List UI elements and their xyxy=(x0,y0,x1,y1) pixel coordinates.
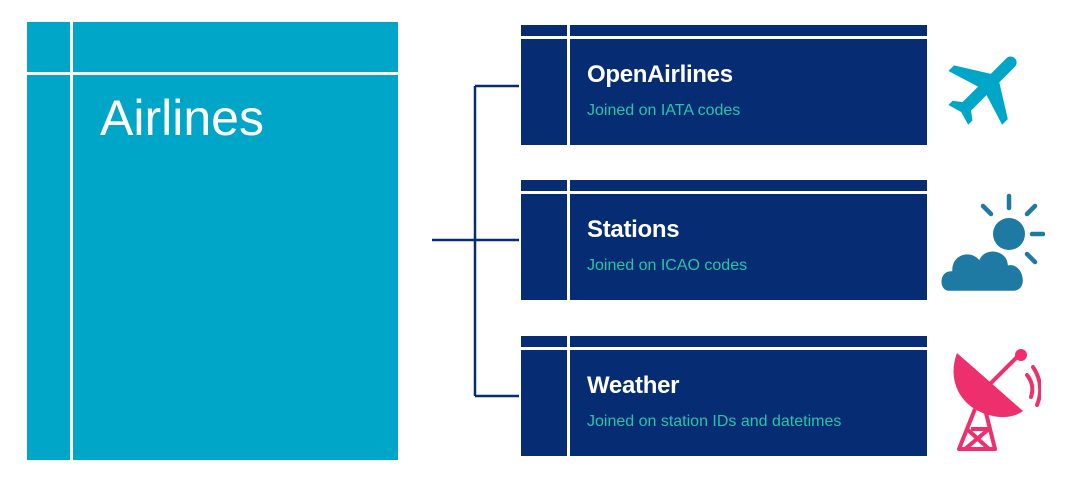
table-header-divider xyxy=(27,72,398,75)
stations-table-name: Stations xyxy=(587,216,680,243)
stations-table: Stations Joined on ICAO codes xyxy=(521,180,927,300)
openairlines-join-description: Joined on IATA codes xyxy=(587,102,741,119)
weather-sun-cloud-icon xyxy=(939,193,1045,294)
airplane-icon xyxy=(948,56,1017,125)
airlines-table-title: Airlines xyxy=(100,90,264,146)
table-header-divider xyxy=(521,347,927,350)
weather-table: Weather Joined on station IDs and dateti… xyxy=(521,336,927,456)
stations-join-description: Joined on ICAO codes xyxy=(587,257,748,274)
table-column-divider xyxy=(567,25,570,145)
weather-join-description: Joined on station IDs and datetimes xyxy=(587,413,842,430)
weather-table-name: Weather xyxy=(587,372,680,399)
openairlines-table-name: OpenAirlines xyxy=(587,61,733,88)
airlines-table: Airlines xyxy=(27,22,398,460)
table-column-divider xyxy=(567,336,570,456)
openairlines-table: OpenAirlines Joined on IATA codes xyxy=(521,25,927,145)
table-column-divider xyxy=(70,22,73,460)
table-header-divider xyxy=(521,36,927,39)
table-column-divider xyxy=(567,180,570,300)
table-header-divider xyxy=(521,191,927,194)
satellite-dish-icon xyxy=(953,349,1041,451)
